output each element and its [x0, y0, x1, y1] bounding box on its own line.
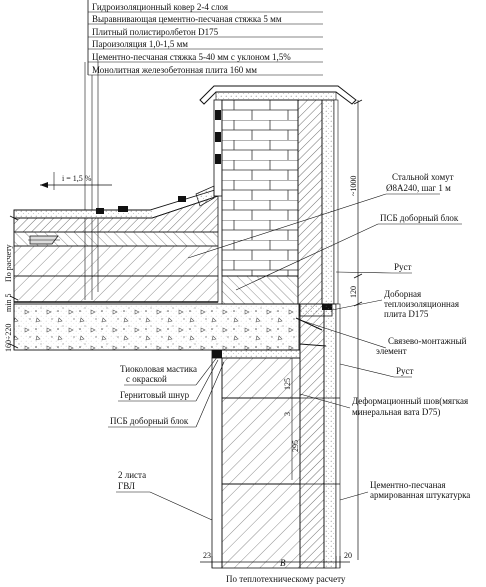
- calc-left-label: По расчету: [4, 244, 13, 282]
- plaster-label-1: Цементно-песчаная: [370, 480, 446, 490]
- deformation-joint-label-1: Деформационный шов(мягкая: [352, 396, 468, 406]
- tie-element-label-1: Связево-монтажный: [388, 336, 467, 346]
- dim-125: 125: [283, 378, 292, 390]
- slope-indicator: i = 1,5 %: [40, 172, 112, 190]
- thickness-range-label: 160÷220: [4, 324, 13, 352]
- calc-bottom-label: По теплотехническому расчету: [226, 574, 346, 584]
- clamp-label-2: Ø8А240, шаг 1 м: [386, 183, 451, 193]
- legend-layer-4: Пароизоляция 1,0-1,5 мм: [92, 39, 188, 49]
- plaster-label-2: армированная штукатурка: [370, 490, 470, 500]
- clamp-label-1: Стальной хомут: [392, 172, 454, 182]
- legend-layer-3: Плитный полистиролбетон D175: [92, 27, 219, 37]
- parapet-height-dim: ~1000: [349, 176, 358, 196]
- legend-layer-2: Выравнивающая цементно-песчаная стяжка 5…: [92, 14, 282, 24]
- extra-insulation-label-3: плита D175: [384, 309, 429, 319]
- psb-block-top-label: ПСБ доборный блок: [380, 213, 459, 223]
- dim-20: 20: [344, 551, 352, 560]
- left-callouts: Тиоколовая мастика с окраской Гернитовый…: [108, 355, 225, 521]
- dim-295: 295: [291, 440, 300, 452]
- extra-insulation-label-1: Доборная: [384, 289, 421, 299]
- dim-3: 3: [283, 412, 292, 416]
- dimensions: По расчету min 5 160÷220 ~1000 120 125 3…: [4, 99, 363, 584]
- deformation-joint-label-2: минеральная вата D75): [352, 407, 440, 417]
- exterior-wall: [211, 303, 341, 569]
- dim-120: 120: [349, 286, 358, 298]
- cord-label: Гернитовый шнур: [120, 390, 190, 400]
- dim-23: 23: [203, 551, 211, 560]
- slope-label: i = 1,5 %: [62, 174, 92, 183]
- right-callouts: Стальной хомут Ø8А240, шаг 1 м ПСБ добор…: [187, 172, 470, 501]
- rust-label-1: Руст: [394, 262, 412, 272]
- layer-legend: Гидроизоляционный ковер 2-4 слоя Выравни…: [84, 0, 323, 300]
- rust-label-2: Руст: [396, 366, 414, 376]
- section-mark: В: [280, 558, 286, 568]
- psb-block-bottom-label: ПСБ доборный блок: [110, 416, 189, 426]
- legend-layer-1: Гидроизоляционный ковер 2-4 слоя: [92, 2, 228, 12]
- roof-layers: [13, 189, 300, 351]
- min5-label: min 5: [4, 294, 13, 312]
- mastic-label-1: Тиоколовая мастика: [120, 364, 197, 374]
- extra-insulation-label-2: теплоизоляционная: [384, 299, 459, 309]
- gvl-label-2: ГВЛ: [118, 481, 135, 491]
- mastic-label-2: с окраской: [126, 374, 167, 384]
- legend-layer-5: Цементно-песчаная стяжка 5-40 мм с уклон…: [92, 52, 291, 62]
- gvl-label-1: 2 листа: [118, 470, 146, 480]
- legend-layer-6: Монолитная железобетонная плита 160 мм: [92, 65, 257, 75]
- tie-element-label-2: элемент: [376, 346, 407, 356]
